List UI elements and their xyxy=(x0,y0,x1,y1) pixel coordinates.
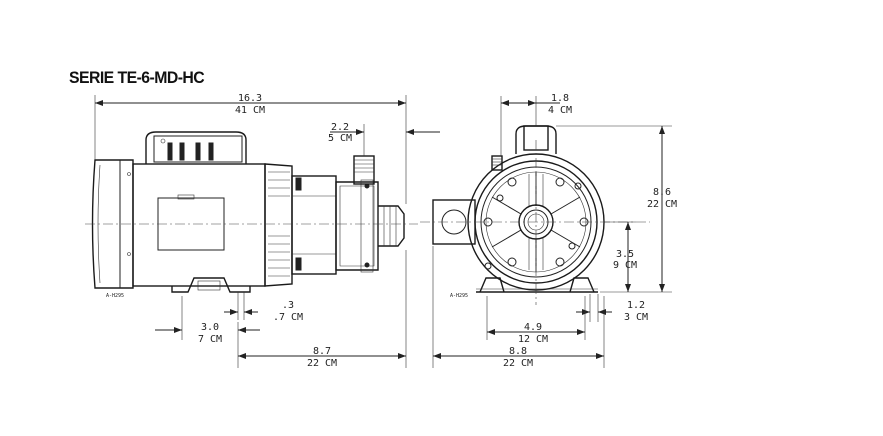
page-title: SERIE TE-6-MD-HC xyxy=(69,68,205,87)
side-port-offset-dim: 2.2 5 CM xyxy=(328,122,440,156)
side-port-offset-in: 2.2 xyxy=(331,122,349,133)
side-mount-hole-spacing-dim: 3.0 7 CM xyxy=(155,296,260,368)
front-overall-width-in: 8.8 xyxy=(509,346,527,357)
side-mount-to-end-cm: 22 CM xyxy=(307,358,337,369)
front-overall-height-dim: 8.6 22 CM xyxy=(556,125,677,293)
side-mount-slot-dim: .3 .7 CM xyxy=(224,292,303,323)
front-foot-height-cm: 3 CM xyxy=(624,312,648,323)
front-overall-height-cm: 22 CM xyxy=(647,199,677,210)
front-overall-height-in: 8.6 xyxy=(653,187,671,198)
front-shaft-height-dim: 3.5 9 CM xyxy=(604,221,637,292)
side-port-offset-cm: 5 CM xyxy=(328,133,352,144)
front-discharge-offset-cm: 4 CM xyxy=(548,105,572,116)
front-base-width-in: 4.9 xyxy=(524,322,542,333)
front-foot-height-in: 1.2 xyxy=(627,300,645,311)
side-mount-slot-cm: .7 CM xyxy=(273,312,303,323)
front-drawing-code: A-H295 xyxy=(450,293,468,299)
front-shaft-height-cm: 9 CM xyxy=(613,260,637,271)
side-overall-length-dim: 16.3 41 CM xyxy=(94,93,407,204)
front-foot-height-dim: 1.2 3 CM xyxy=(576,294,648,323)
side-drawing-code: A-H295 xyxy=(106,293,124,299)
side-mount-hole-spacing-cm: 7 CM xyxy=(198,334,222,345)
front-shaft-height-in: 3.5 xyxy=(616,249,634,260)
front-discharge-offset-dim: 1.8 4 CM xyxy=(500,93,572,156)
side-overall-length-cm: 41 CM xyxy=(235,105,265,116)
side-mount-slot-in: .3 xyxy=(282,300,294,311)
side-view-pump xyxy=(85,131,418,293)
side-mount-hole-spacing-in: 3.0 xyxy=(201,322,219,333)
front-overall-width-dim: 8.8 22 CM xyxy=(432,246,605,369)
front-discharge-offset-in: 1.8 xyxy=(551,93,569,104)
front-base-width-cm: 12 CM xyxy=(518,334,548,345)
front-base-width-dim: 4.9 12 CM xyxy=(486,296,586,345)
front-overall-width-cm: 22 CM xyxy=(503,358,533,369)
side-mount-to-end-in: 8.7 xyxy=(313,346,331,357)
side-mount-to-end-dim: 8.7 22 CM xyxy=(238,250,407,369)
side-overall-length-in: 16.3 xyxy=(238,93,262,104)
front-view-pump xyxy=(420,125,650,305)
